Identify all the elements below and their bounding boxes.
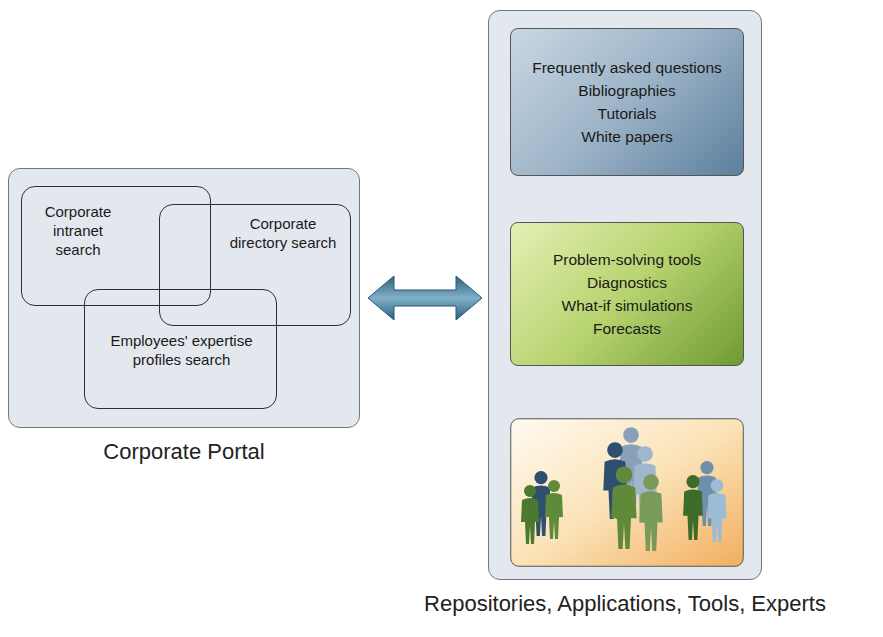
box-label: Corporate intranet search (32, 203, 124, 259)
list-item: Frequently asked questions (532, 56, 722, 79)
list-item: White papers (581, 125, 672, 148)
list-item: Problem-solving tools (553, 248, 701, 271)
panel-caption: Repositories, Applications, Tools, Exper… (424, 591, 826, 617)
panel-caption: Corporate Portal (103, 439, 264, 465)
box-label: Corporate directory search (224, 215, 342, 253)
repository-box: Frequently asked questionsBibliographies… (510, 28, 744, 176)
experts-illustration (510, 418, 744, 567)
portal-panel: Corporate PortalCorporate intranet searc… (8, 168, 360, 428)
search-box: Employees' expertise profiles search (84, 289, 277, 409)
list-item: What-if simulations (562, 294, 693, 317)
list-item: Diagnostics (587, 271, 667, 294)
list-item: Bibliographies (578, 79, 675, 102)
search-box: Corporate directory search (159, 204, 351, 326)
tools-box: Problem-solving toolsDiagnosticsWhat-if … (510, 222, 744, 366)
list-item: Forecasts (593, 317, 661, 340)
list-item: Tutorials (598, 102, 657, 125)
box-label: Employees' expertise profiles search (95, 332, 268, 370)
double-arrow (368, 276, 482, 320)
